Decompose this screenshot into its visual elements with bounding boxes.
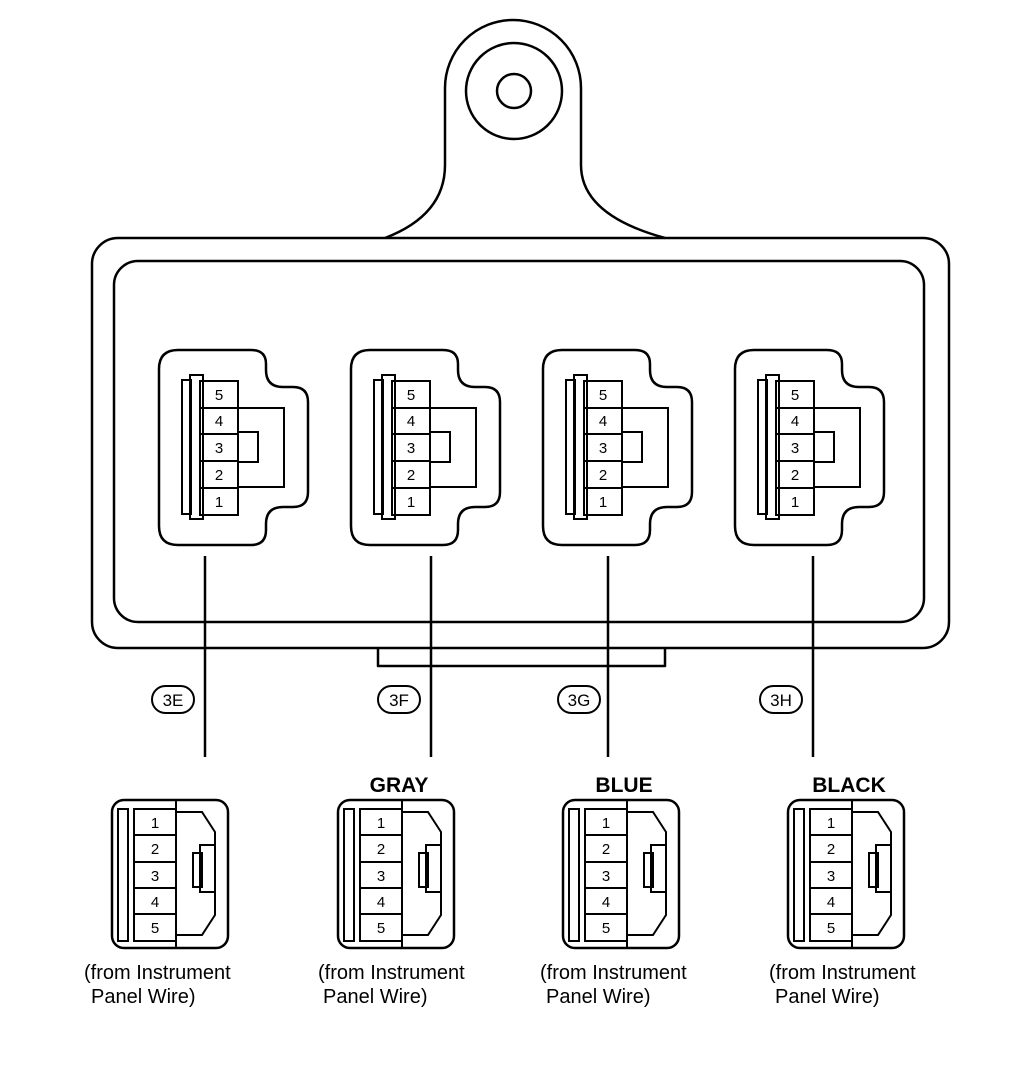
plug-pin-label: 5: [377, 920, 385, 937]
plug-pin-label: 4: [377, 894, 385, 911]
plug-gray: GRAY 1 2 3 4 5 (from Instrument Panel Wi…: [318, 774, 465, 1008]
connector-code-label: 3G: [568, 691, 591, 710]
plug-pin-label: 4: [602, 894, 610, 911]
block-pin-label: 1: [215, 494, 223, 511]
block-pin-label: 5: [791, 387, 799, 404]
block-pin-label: 4: [791, 413, 799, 430]
plug-pin-label: 5: [827, 920, 835, 937]
plug-caption-line2: Panel Wire): [91, 986, 195, 1008]
block-pin-label: 2: [791, 467, 799, 484]
connector-code-label: 3F: [389, 691, 409, 710]
block-pin-label: 2: [215, 467, 223, 484]
plug-pin-label: 4: [151, 894, 159, 911]
block-pin-label: 2: [407, 467, 415, 484]
plug-pin-label: 1: [602, 815, 610, 832]
plug-blue: BLUE 1 2 3 4 5 (from Instrument Panel Wi…: [540, 774, 687, 1008]
plug-pin-label: 2: [151, 841, 159, 858]
connector-tag-3g: 3G: [557, 685, 601, 714]
block-pin-label: 5: [215, 387, 223, 404]
plug-caption-line2: Panel Wire): [775, 986, 879, 1008]
plug-pin-label: 2: [602, 841, 610, 858]
wire-color-label: BLUE: [595, 774, 652, 797]
connector-code-label: 3E: [163, 691, 184, 710]
plug-pin-label: 3: [377, 868, 385, 885]
plug-caption-line2: Panel Wire): [546, 986, 650, 1008]
block-pin-label: 3: [791, 440, 799, 457]
wire-color-label: GRAY: [370, 774, 429, 797]
plug-caption-line2: Panel Wire): [323, 986, 427, 1008]
block-connector-3h: 5 4 3 2 1: [733, 348, 886, 547]
block-pin-label: 1: [599, 494, 607, 511]
plug-pin-label: 1: [827, 815, 835, 832]
plug-pin-label: 3: [827, 868, 835, 885]
block-connector-3f: 5 4 3 2 1: [349, 348, 502, 547]
plug-pin-label: 3: [602, 868, 610, 885]
block-connector-3g: 5 4 3 2 1: [541, 348, 694, 547]
block-pin-label: 2: [599, 467, 607, 484]
plug-caption-line1: (from Instrument: [540, 962, 687, 984]
block-pin-label: 5: [599, 387, 607, 404]
block-pin-label: 1: [791, 494, 799, 511]
plug-black: BLACK 1 2 3 4 5 (from Instrument Panel W…: [769, 774, 916, 1008]
block-pin-label: 4: [407, 413, 415, 430]
connector-code-label: 3H: [770, 691, 792, 710]
plug-3e: 1 2 3 4 5 (from Instrument Panel Wire): [84, 798, 231, 1008]
plug-pin-label: 4: [827, 894, 835, 911]
junction-block-housing: [90, 236, 951, 668]
plug-caption-line1: (from Instrument: [84, 962, 231, 984]
leader-lines: [203, 556, 815, 757]
connector-tag-3h: 3H: [759, 685, 803, 714]
plug-pin-label: 1: [377, 815, 385, 832]
block-connector-3e: 5 4 3 2 1: [157, 348, 310, 547]
plug-pin-label: 2: [377, 841, 385, 858]
wire-color-label: BLACK: [812, 774, 886, 797]
block-pin-label: 5: [407, 387, 415, 404]
block-pin-label: 4: [215, 413, 223, 430]
plug-caption-line1: (from Instrument: [318, 962, 465, 984]
block-pin-label: 1: [407, 494, 415, 511]
connector-tag-3e: 3E: [151, 685, 195, 714]
plug-pin-label: 1: [151, 815, 159, 832]
block-pin-label: 3: [599, 440, 607, 457]
block-pin-label: 3: [407, 440, 415, 457]
mounting-tab: [384, 18, 666, 240]
block-pin-label: 3: [215, 440, 223, 457]
block-pin-label: 4: [599, 413, 607, 430]
plug-pin-label: 5: [151, 920, 159, 937]
plug-pin-label: 2: [827, 841, 835, 858]
plug-pin-label: 5: [602, 920, 610, 937]
connector-tag-3f: 3F: [377, 685, 421, 714]
plug-pin-label: 3: [151, 868, 159, 885]
plug-caption-line1: (from Instrument: [769, 962, 916, 984]
